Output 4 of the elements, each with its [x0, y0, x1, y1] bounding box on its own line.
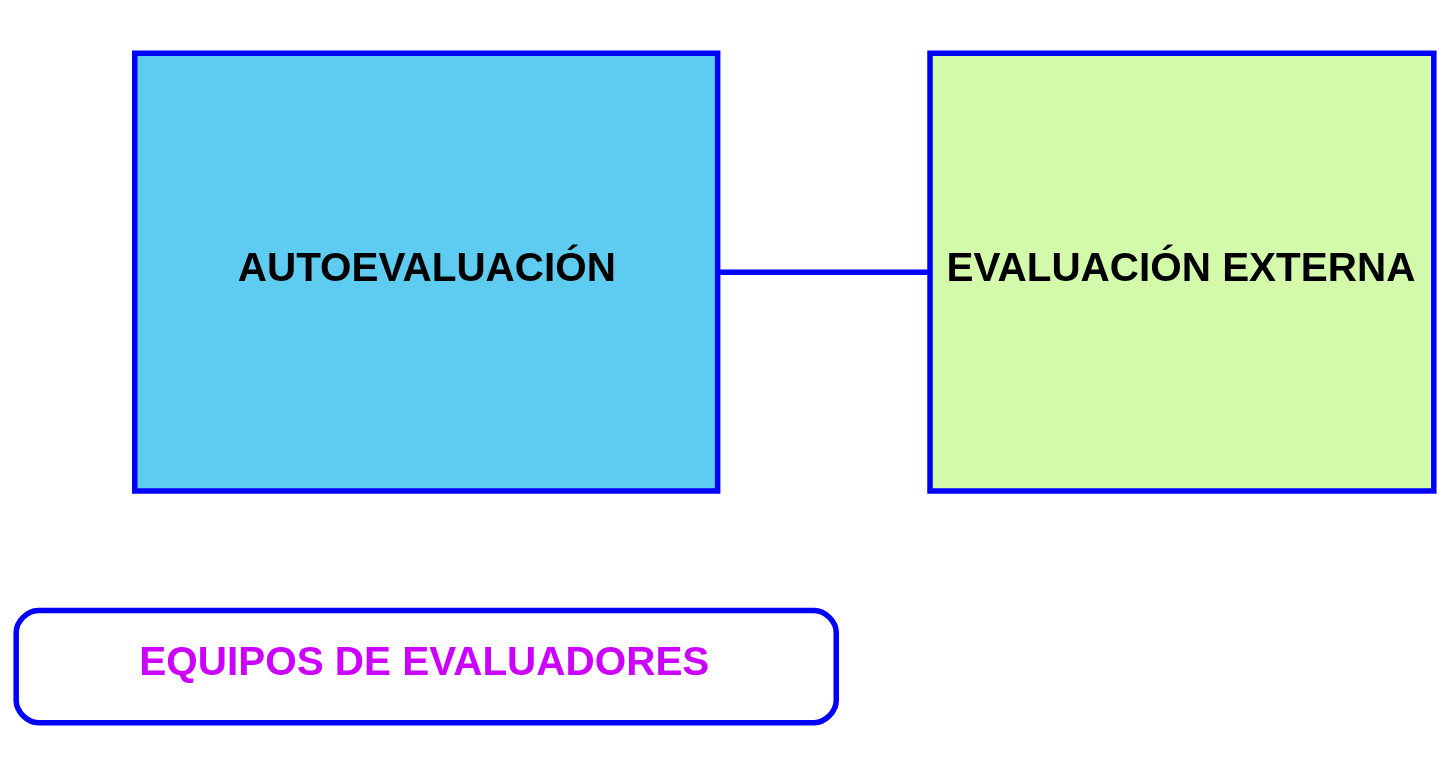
node-box: EQUIPOS DE EVALUADORES	[13, 607, 839, 725]
connector	[717, 268, 930, 275]
node-box: AUTOEVALUACIÓN	[132, 50, 721, 494]
node-box: EVALUACIÓN EXTERNA	[927, 50, 1437, 494]
